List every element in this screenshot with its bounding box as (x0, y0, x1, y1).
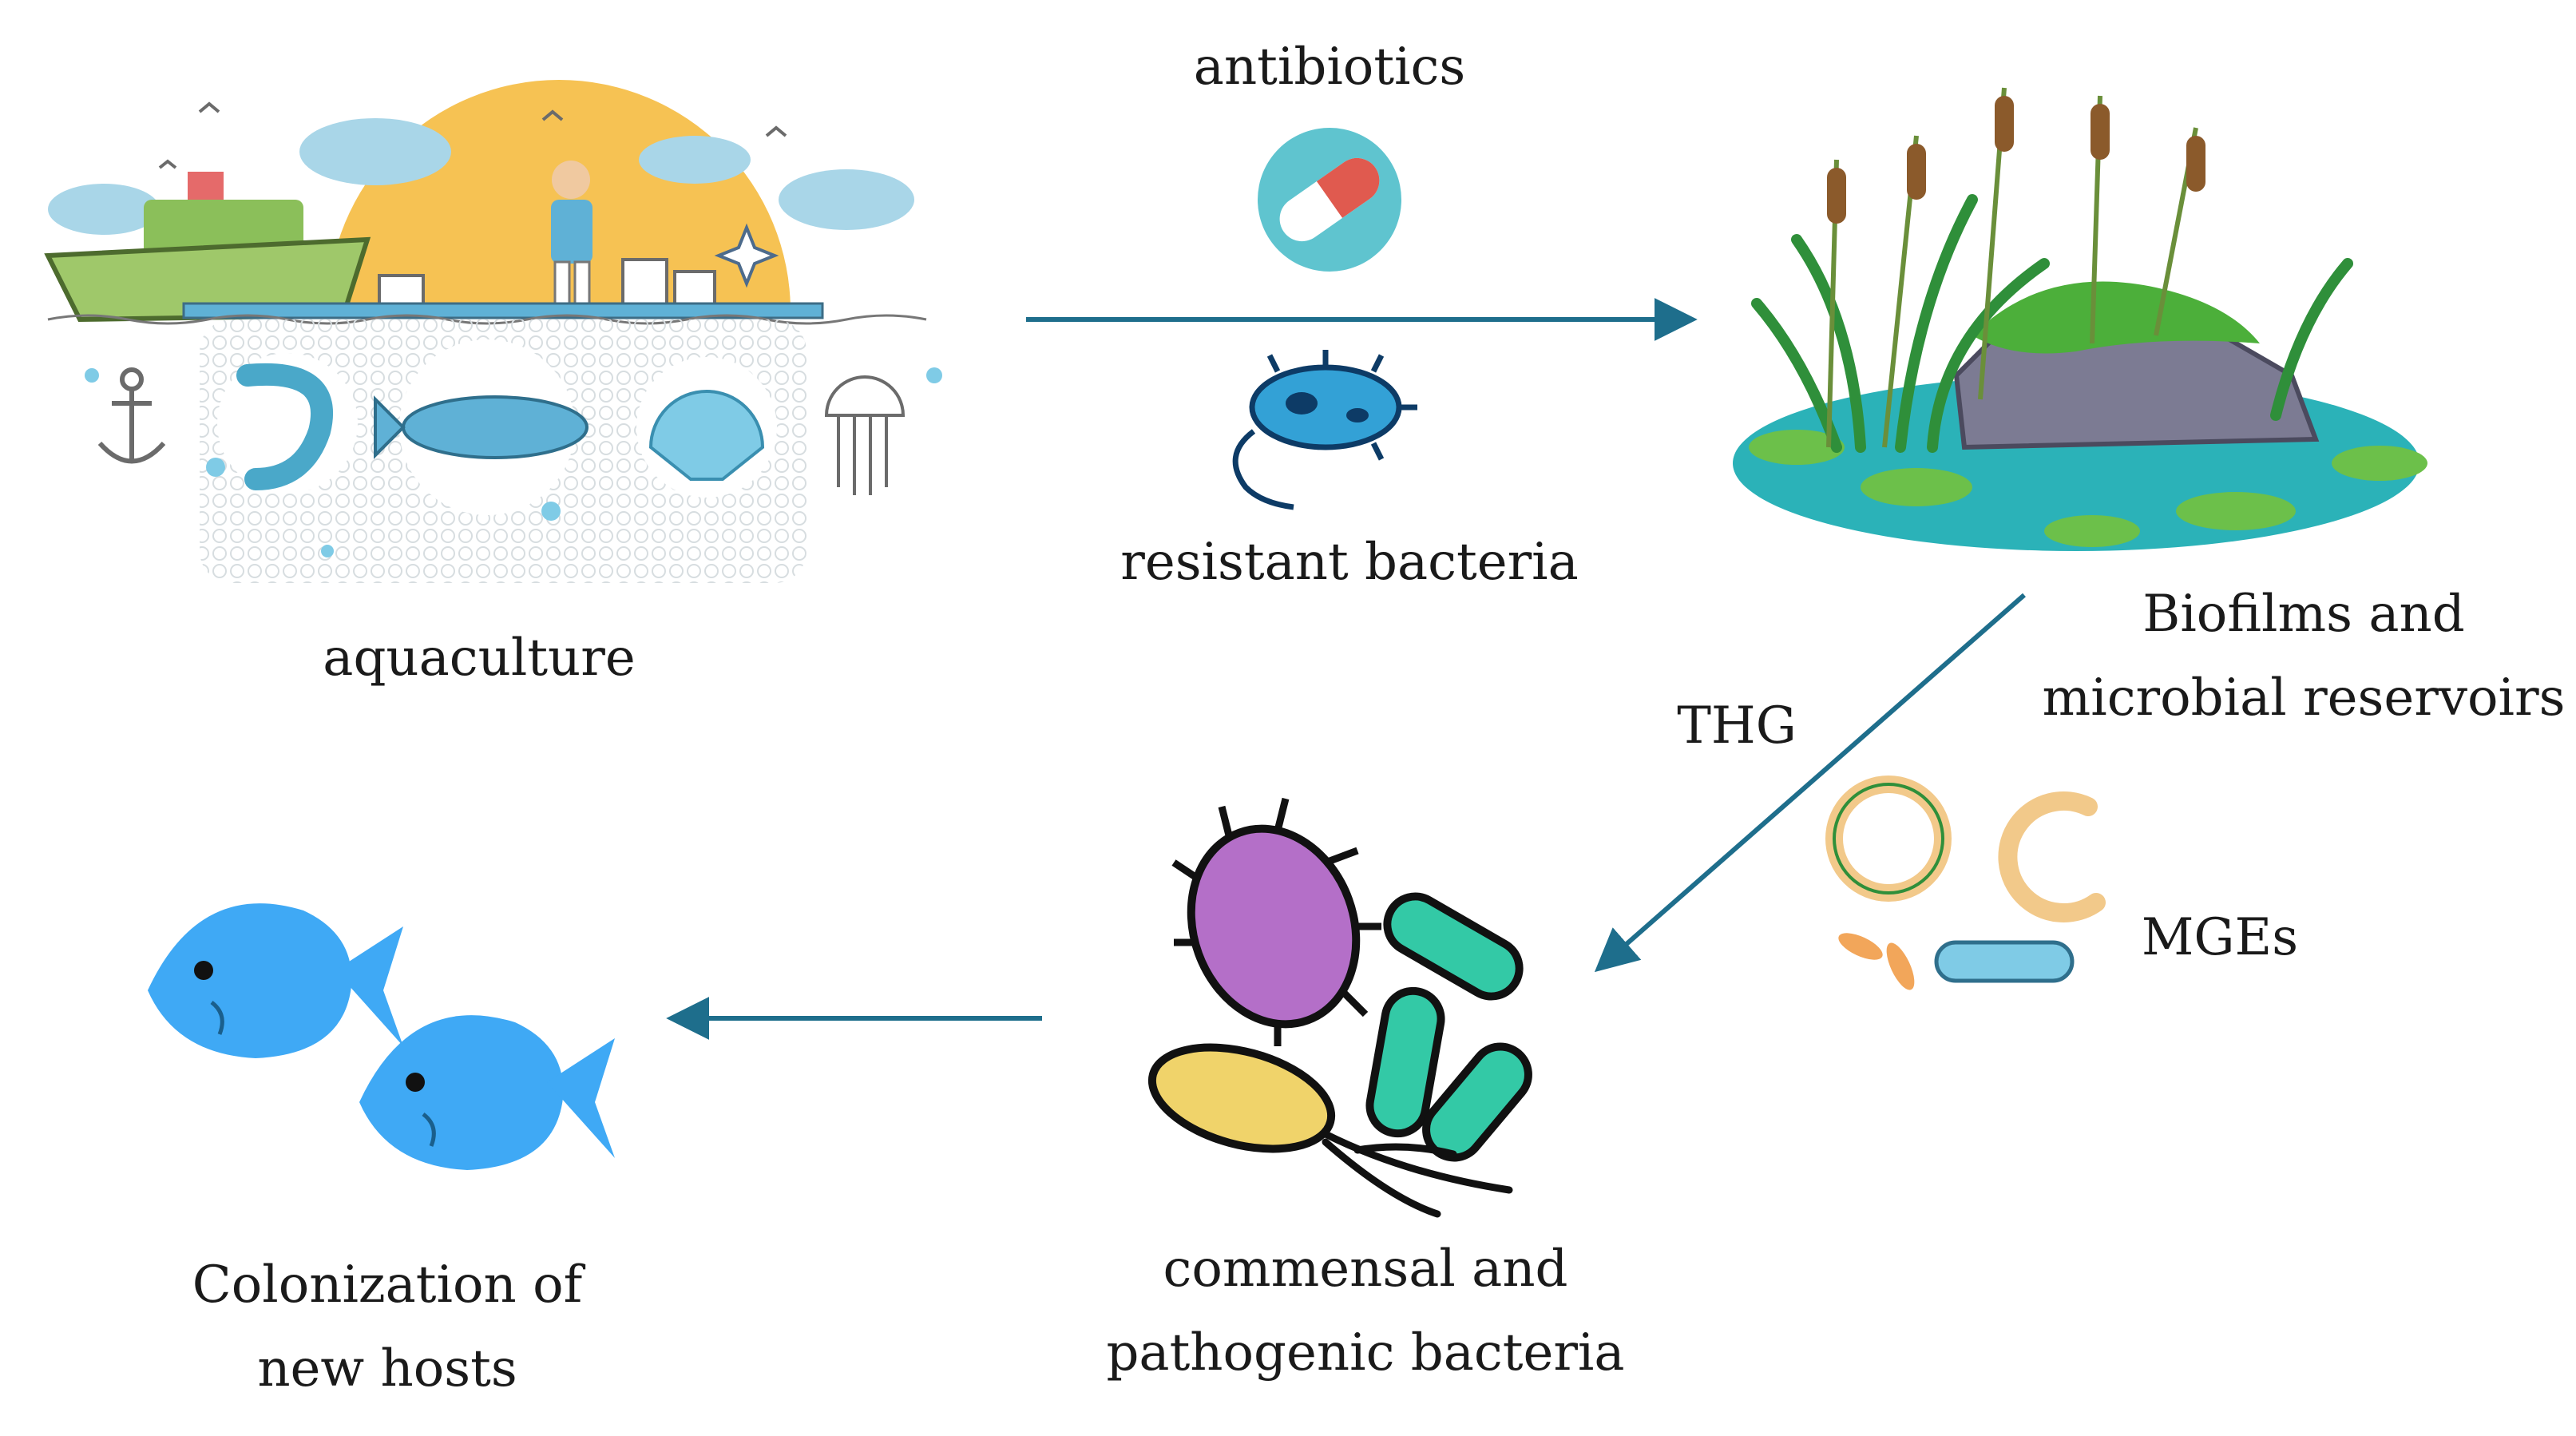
aquaculture-label: aquaculture (323, 629, 635, 688)
arrow-reservoir-to-bacteria (1594, 593, 2026, 973)
yellow-bacterium-icon (1147, 1043, 1513, 1218)
host-fish-icon (148, 903, 403, 1058)
bacteria-label-line1: commensal and (1163, 1240, 1568, 1299)
boat-icon (44, 172, 371, 323)
colonization-label-line2: new hosts (257, 1339, 517, 1398)
pond-biofilm-illustration (1733, 87, 2427, 551)
compass-star-icon (714, 223, 779, 288)
reservoir-label-line1: Biofilms and (2142, 585, 2464, 644)
crate-icon (378, 274, 425, 309)
crate-icon (621, 258, 668, 309)
moss (1972, 281, 2260, 354)
antibiotics-label: antibiotics (1194, 38, 1465, 97)
teal-bacterium-icon (1365, 892, 1532, 1162)
reservoir-label-line2: microbial reservoirs (2043, 668, 2566, 728)
cattail-icon (1826, 87, 2205, 448)
aquaculture-illustration (44, 80, 942, 583)
pill-icon (1258, 128, 1401, 272)
lily-pad-icon (1749, 430, 2427, 547)
host-fish-icon (359, 1015, 615, 1170)
purple-bacterium-icon (1171, 797, 1381, 1046)
resistant-bacteria-label: resistant bacteria (1120, 533, 1579, 592)
mges-label: MGEs (2142, 908, 2298, 967)
thg-label: THG (1677, 696, 1797, 756)
resistant-bacterium-icon (1232, 350, 1417, 510)
colonization-label-line1: Colonization of (192, 1256, 586, 1315)
mge-plasmid-icon (1825, 776, 2106, 990)
bubble-icon (85, 367, 942, 557)
anchor-icon (97, 367, 166, 464)
cloud-icon (48, 118, 914, 235)
bird-icon (158, 101, 787, 169)
scallop-icon (636, 357, 777, 498)
shrimp-icon (217, 353, 358, 494)
dock (182, 302, 824, 319)
jellyfish-icon (824, 375, 906, 495)
crate-icon (673, 270, 716, 309)
fish-icon (374, 339, 589, 515)
bacteria-cluster-illustration (1147, 797, 1532, 1218)
bacteria-label-line2: pathogenic bacteria (1106, 1323, 1624, 1382)
